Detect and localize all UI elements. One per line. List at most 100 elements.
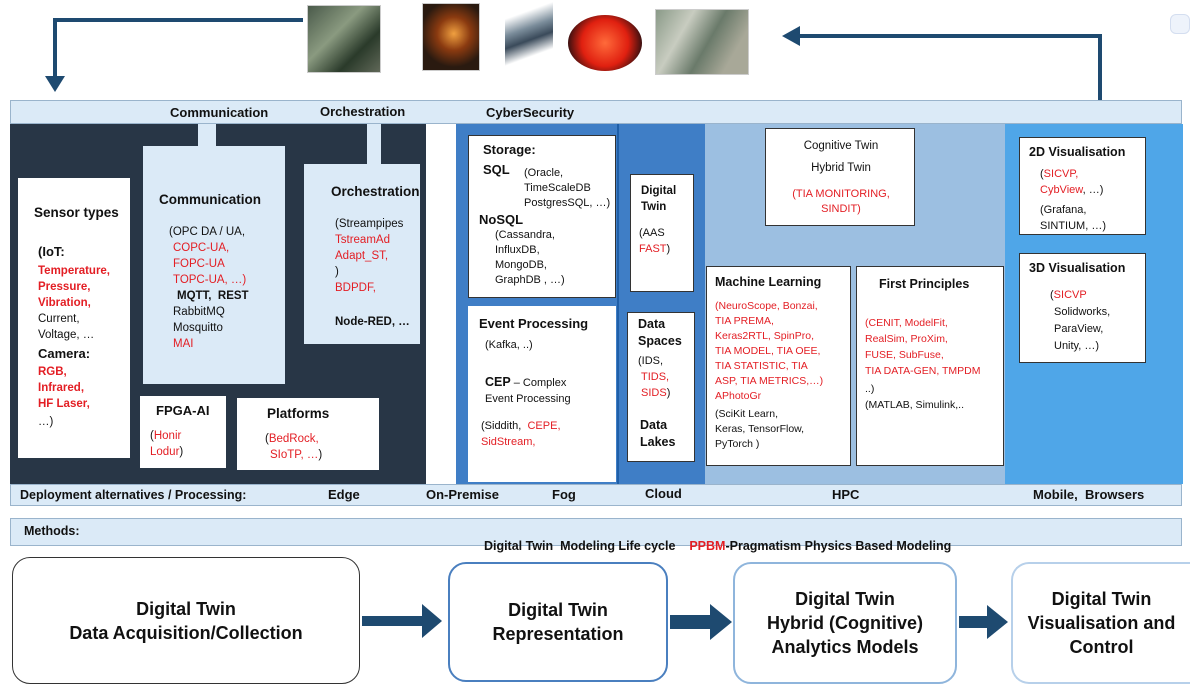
- deploy-onprem: On-Premise: [426, 487, 499, 502]
- iot-label: (IoT:: [38, 244, 65, 259]
- deploy-mobile: Mobile, Browsers: [1033, 487, 1145, 502]
- v3d-red: SICVP: [1053, 289, 1087, 301]
- iot-item: Voltage, …: [38, 329, 95, 341]
- methods-text1: Digital Twin Modeling Life cycle: [483, 539, 676, 553]
- orch-line1: (Streampipes: [335, 218, 404, 230]
- ml-red: TIA MODEL, TIA OEE,: [715, 345, 821, 357]
- top-arrows: [45, 18, 1102, 103]
- ml-black: Keras, TensorFlow,: [715, 423, 805, 435]
- data-spaces-box: Data Spaces (IDS, TIDS, SIDS) Data Lakes: [627, 312, 695, 462]
- v3d-black: ParaView,: [1054, 323, 1104, 335]
- cep-sidstream: SidStream,: [481, 436, 536, 448]
- v2d-title: 2D Visualisation: [1029, 145, 1126, 159]
- dt-l2: Twin: [641, 201, 667, 213]
- fpga-ai-box: FPGA-AI (Honir Lodur): [140, 396, 226, 468]
- fp-black: (MATLAB, Simulink,..: [865, 399, 964, 411]
- cep-line2: Event Processing: [485, 393, 571, 405]
- factory-aerial-photo: [655, 9, 749, 75]
- molten-metal-photo: [568, 15, 642, 71]
- fpga-honir: Honir: [153, 430, 182, 442]
- platforms-bedrock: BedRock,: [268, 433, 319, 445]
- platforms-siotp: SIoTP, …: [270, 449, 319, 461]
- cep-rest: – Complex: [510, 377, 567, 389]
- v2d-black: (Grafana,: [1040, 204, 1087, 216]
- ml-title: Machine Learning: [715, 275, 822, 289]
- v2d-black: SINTIUM, …): [1040, 220, 1106, 232]
- flow4-l3: Control: [1069, 637, 1134, 657]
- ml-red: (NeuroScope, Bonzai,: [715, 300, 818, 312]
- communication-box: Communication (OPC DA / UA, COPC-UA, FOP…: [143, 146, 285, 384]
- nosql-item: GraphDB , …): [495, 274, 565, 286]
- comm-mai: MAI: [173, 338, 194, 350]
- v2d-etc: , …): [1082, 184, 1104, 196]
- cep-label: CEP: [485, 375, 511, 389]
- comm-red-item: TOPC-UA, …): [173, 274, 247, 286]
- sensor-title: Sensor types: [34, 205, 119, 220]
- flow1-l1: Digital Twin: [136, 598, 236, 619]
- 2d-visualisation-box: 2D Visualisation (SICVP, CybView, …) (Gr…: [1019, 137, 1146, 235]
- camera-label: Camera:: [38, 346, 91, 361]
- orch-bdpdf: BDPDF,: [335, 282, 376, 294]
- v2d-open: (: [1040, 168, 1044, 180]
- furnace-photo: [422, 3, 480, 71]
- 3d-visualisation-box: 3D Visualisation (SICVP Solidworks, Para…: [1019, 253, 1146, 363]
- lakes-l2: Lakes: [640, 435, 676, 449]
- nosql-item: MongoDB,: [495, 259, 547, 271]
- sensor-end: …): [38, 416, 54, 428]
- methods-ppbm: PPBM: [689, 539, 726, 553]
- lakes-l1: Data: [640, 418, 668, 432]
- ml-red: ASP, TIA METRICS,…): [715, 375, 824, 387]
- spaces-close: ): [666, 387, 671, 399]
- spaces-l2: Spaces: [638, 334, 682, 348]
- comm-line1: (OPC DA / UA,: [169, 226, 246, 238]
- first-principles-box: First Principles (CENIT, ModelFit, RealS…: [856, 266, 1004, 466]
- nosql-item: (Cassandra,: [495, 229, 555, 241]
- platforms-open: (: [265, 433, 269, 445]
- comm-item: RabbitMQ: [173, 306, 225, 318]
- camera-item: Infrared,: [38, 382, 85, 394]
- orch-nodered: Node-RED, …: [335, 316, 410, 328]
- deployment-band: [10, 484, 1182, 506]
- spaces-l1: Data: [638, 317, 666, 331]
- ml-red: APhotoGr: [715, 390, 762, 402]
- v2d-red: CybView: [1040, 184, 1083, 196]
- dt-aas: (AAS: [639, 227, 665, 239]
- camera-item: RGB,: [38, 366, 67, 378]
- cybersecurity-band: [10, 100, 1182, 124]
- sql-item: TimeScaleDB: [524, 182, 591, 194]
- ml-black: (SciKit Learn,: [715, 408, 779, 420]
- nosql-label: NoSQL: [479, 212, 524, 227]
- orch-red-item: Adapt_ST,: [335, 250, 389, 262]
- methods-label: Methods:: [24, 524, 80, 538]
- flow4-l2: Visualisation and: [1027, 613, 1176, 633]
- ml-red: Keras2RTL, SpinPro,: [715, 330, 815, 342]
- v3d-black: Unity, …): [1054, 340, 1100, 352]
- flow-box-analytics: Digital Twin Hybrid (Cognitive) Analytic…: [733, 562, 957, 684]
- cog-red: (TIA MONITORING,: [792, 188, 890, 200]
- dt-fast: FAST: [639, 243, 667, 255]
- fpga-open: (: [150, 430, 154, 442]
- robot-arm-photo: [505, 2, 553, 70]
- machine-photo-1: [307, 5, 381, 73]
- fpga-title: FPGA-AI: [156, 403, 210, 418]
- flow3-l3: Analytics Models: [771, 637, 919, 657]
- flow3-l2: Hybrid (Cognitive): [767, 613, 923, 633]
- fp-red: FUSE, SubFuse,: [865, 349, 944, 361]
- sql-label: SQL: [483, 162, 510, 177]
- band-label-cybersecurity: CyberSecurity: [486, 105, 575, 120]
- nosql-item: InfluxDB,: [495, 244, 540, 256]
- flow2-l2: Representation: [492, 624, 624, 644]
- sql-item: (Oracle,: [524, 167, 564, 179]
- deploy-hpc: HPC: [832, 487, 860, 502]
- platforms-title: Platforms: [267, 406, 330, 421]
- fp-red: TIA DATA-GEN, TMPDM: [865, 365, 981, 377]
- flow-box-representation: Digital Twin Representation: [448, 562, 668, 682]
- flow-box-data-acquisition: Digital Twin Data Acquisition/Collection: [12, 557, 360, 684]
- camera-item: HF Laser,: [38, 398, 90, 410]
- v3d-title: 3D Visualisation: [1029, 261, 1126, 275]
- communication-title: Communication: [159, 192, 262, 207]
- fpga-lodur: Lodur: [150, 446, 180, 458]
- orchestration-title: Orchestration: [331, 184, 420, 199]
- comm-item: Mosquitto: [173, 322, 223, 334]
- orchestration-box: Orchestration (Streampipes TstreamAd Ada…: [304, 164, 420, 344]
